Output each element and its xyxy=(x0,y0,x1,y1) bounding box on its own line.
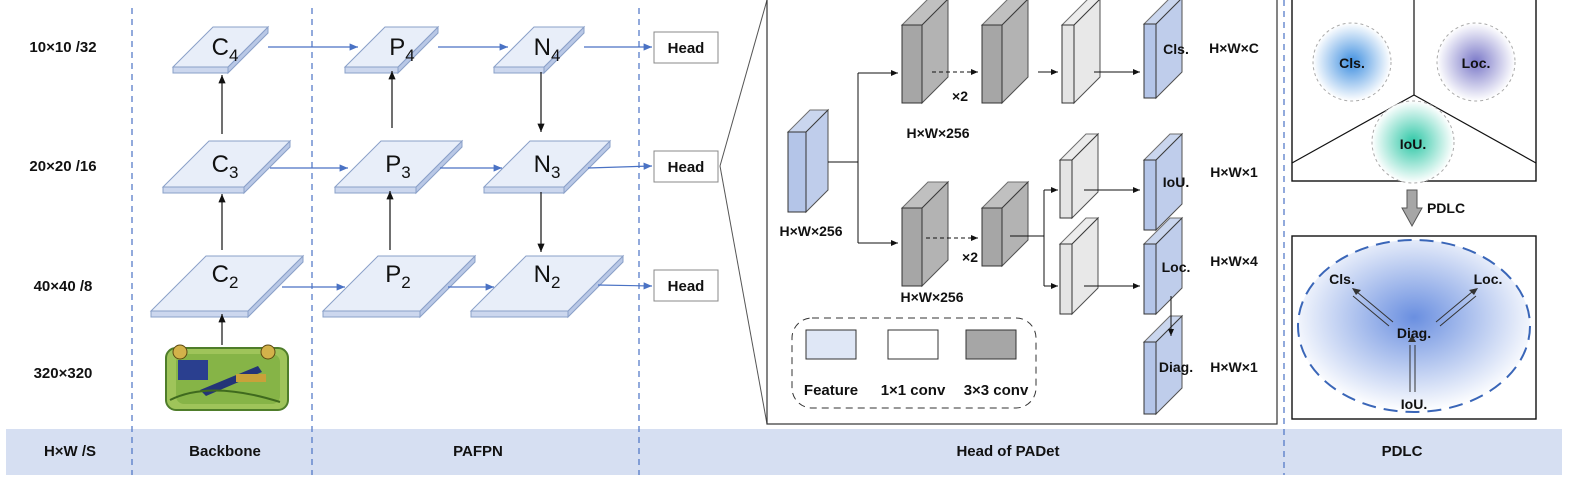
pdlc-bottom-iou: IoU. xyxy=(1401,396,1427,412)
block-shape-c4 xyxy=(171,25,270,75)
slab-upper-conv1 xyxy=(1060,0,1101,105)
head-connectors xyxy=(828,69,1174,336)
block-shape-p2 xyxy=(321,254,477,319)
block-shape-n4 xyxy=(492,25,586,75)
legend-feature-label: Feature xyxy=(804,382,858,399)
input-dim: H×W×256 xyxy=(779,223,842,239)
block-p4: P4 xyxy=(389,34,414,65)
lateral-arrows xyxy=(268,43,653,291)
bar-label-head: Head of PADet xyxy=(956,443,1059,460)
feature-blocks xyxy=(149,25,625,319)
pdlc-bottom-cls: Cls. xyxy=(1329,271,1355,287)
bottom-bar xyxy=(6,429,1562,475)
lower-branch-dim: H×W×256 xyxy=(900,289,963,305)
pdlc-top-panel xyxy=(1291,0,1537,184)
pdlc-transform-arrow xyxy=(1401,189,1423,228)
bar-label-pafpn: PAFPN xyxy=(453,443,503,460)
legend-conv1-label: 1×1 conv xyxy=(881,382,946,399)
block-shape-p4 xyxy=(343,25,440,75)
block-n2: N2 xyxy=(534,261,561,292)
pdlc-top-loc: Loc. xyxy=(1462,55,1491,71)
head-detail-panel xyxy=(766,0,1278,425)
block-n3: N3 xyxy=(534,151,561,182)
vertical-arrows xyxy=(218,71,545,345)
output-loc-label: Loc. xyxy=(1162,259,1191,275)
pdlc-bottom-diag: Diag. xyxy=(1397,325,1431,341)
head-box-1-label: Head xyxy=(668,40,705,57)
legend-box xyxy=(791,317,1037,409)
head-box-2-label: Head xyxy=(668,159,705,176)
pdlc-top-cls: Cls. xyxy=(1339,55,1365,71)
slab-lower-conv3-b xyxy=(980,180,1030,268)
legend-conv3-label: 3×3 conv xyxy=(964,382,1029,399)
block-shape-n2 xyxy=(469,254,625,319)
bar-label-scale: H×W /S xyxy=(44,443,96,460)
block-shape-n3 xyxy=(482,139,612,195)
pdlc-bottom-panel xyxy=(1291,235,1537,420)
slab-lower-conv1-a xyxy=(1058,132,1100,220)
legend-feature-swatch xyxy=(805,329,857,360)
pdlc-top-iou: IoU. xyxy=(1400,136,1426,152)
pdlc-bottom-loc: Loc. xyxy=(1474,271,1503,287)
slab-out-diag xyxy=(1142,314,1184,416)
conv-slabs xyxy=(786,0,1184,416)
block-shape-c3 xyxy=(161,139,292,195)
slab-lower-conv3-a xyxy=(900,180,950,288)
output-diag-label: Diag. xyxy=(1159,359,1193,375)
repeat-upper: ×2 xyxy=(952,88,968,104)
repeat-lower: ×2 xyxy=(962,249,978,265)
output-loc-dim: H×W×4 xyxy=(1210,253,1258,269)
slab-input-feature xyxy=(786,108,830,214)
output-diag-dim: H×W×1 xyxy=(1210,359,1258,375)
block-shape-p3 xyxy=(333,139,464,195)
output-cls-dim: H×W×C xyxy=(1209,40,1259,56)
bar-label-backbone: Backbone xyxy=(189,443,261,460)
slab-out-loc xyxy=(1142,216,1184,316)
upper-branch-dim: H×W×256 xyxy=(906,125,969,141)
legend-conv1-swatch xyxy=(887,329,939,360)
block-p2: P2 xyxy=(385,261,410,292)
pdlc-arrow-label: PDLC xyxy=(1427,200,1465,216)
block-n4: N4 xyxy=(534,34,561,65)
repeat-connectors xyxy=(926,69,978,241)
legend-conv3-swatch xyxy=(965,329,1017,360)
output-iou-dim: H×W×1 xyxy=(1210,164,1258,180)
output-iou-label: IoU. xyxy=(1163,174,1189,190)
slab-out-cls xyxy=(1142,0,1183,100)
output-cls-label: Cls. xyxy=(1163,41,1189,57)
slab-lower-conv1-b xyxy=(1058,216,1100,316)
bar-label-pdlc: PDLC xyxy=(1382,443,1423,460)
scale-label-2: 20×20 /16 xyxy=(29,158,96,175)
slab-upper-conv3-b xyxy=(980,0,1029,105)
block-p3: P3 xyxy=(385,151,410,182)
head-boxes xyxy=(653,31,719,302)
scale-label-3: 40×40 /8 xyxy=(34,278,93,295)
scale-label-4: 320×320 xyxy=(34,365,93,382)
column-dividers xyxy=(131,0,1285,475)
zoom-lines xyxy=(719,0,768,425)
block-c3: C3 xyxy=(212,151,239,182)
head-box-3-label: Head xyxy=(668,278,705,295)
block-c2: C2 xyxy=(212,261,239,292)
slab-out-iou xyxy=(1142,132,1184,232)
scale-label-1: 10×10 /32 xyxy=(29,39,96,56)
xray-input-image xyxy=(165,344,289,411)
block-c4: C4 xyxy=(212,34,239,65)
slab-upper-conv3-a xyxy=(900,0,949,105)
